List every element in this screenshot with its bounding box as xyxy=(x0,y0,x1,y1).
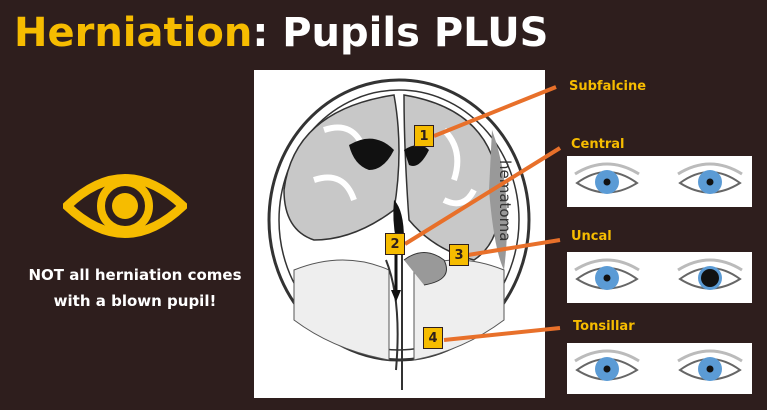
eye-icon xyxy=(63,174,187,238)
note-line-1: NOT all herniation comes xyxy=(28,266,242,284)
marker-1: 1 xyxy=(414,125,434,147)
label-subfalcine: Subfalcine xyxy=(569,79,647,94)
eye-left-normal xyxy=(677,162,743,194)
title-rest: : Pupils PLUS xyxy=(252,10,549,56)
marker-3: 3 xyxy=(449,244,469,266)
marker-2: 2 xyxy=(385,233,405,255)
pupils-central xyxy=(567,156,752,207)
slide-title: Herniation: Pupils PLUS xyxy=(14,10,548,56)
pupils-uncal xyxy=(567,252,752,303)
eye-right-normal xyxy=(574,349,640,381)
eye-left-normal xyxy=(677,349,743,381)
hematoma-label: hematoma xyxy=(496,160,514,241)
eye-right-normal xyxy=(574,162,640,194)
eye-left-blown xyxy=(677,258,743,290)
label-uncal: Uncal xyxy=(571,229,612,244)
pupils-tonsillar xyxy=(567,343,752,394)
note-text: NOT all herniation comes with a blown pu… xyxy=(0,262,270,314)
title-highlight: Herniation xyxy=(14,10,253,56)
marker-4: 4 xyxy=(423,327,443,349)
note-line-2: with a blown pupil! xyxy=(53,292,217,310)
eye-right-normal xyxy=(574,258,640,290)
label-central: Central xyxy=(571,137,625,152)
label-tonsillar: Tonsillar xyxy=(573,319,635,334)
